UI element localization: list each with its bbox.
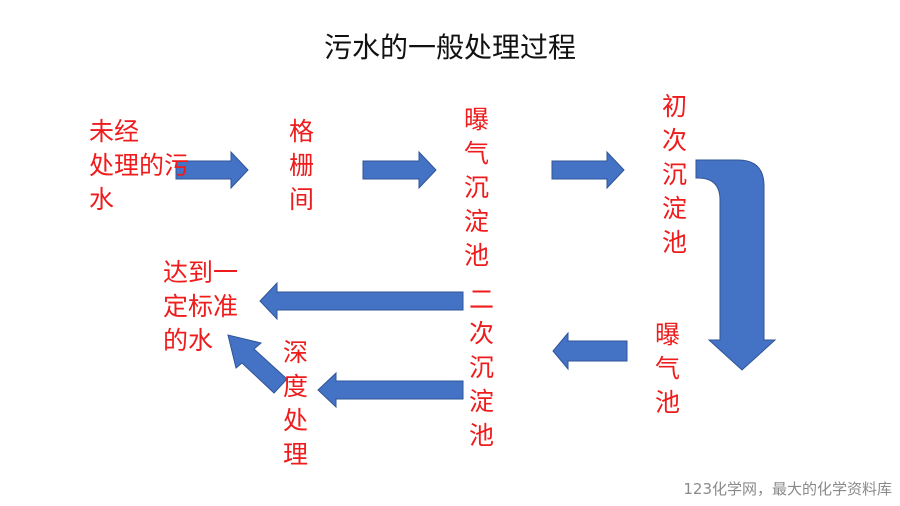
arrow-aeration-to-primary xyxy=(551,150,625,190)
node-aeration-pool: 曝 气 池 xyxy=(655,318,680,420)
node-grille-line: 栅 xyxy=(289,151,315,180)
node-primary-settling-line: 池 xyxy=(662,228,688,257)
arrow-secondary-to-deep xyxy=(317,371,464,409)
node-raw-sewage: 未经 处理的污 水 xyxy=(89,115,189,217)
node-standard-water-line: 定标准 xyxy=(163,292,239,321)
arrow-deep-to-standard xyxy=(227,334,288,394)
node-grille: 格 栅 间 xyxy=(289,115,314,217)
node-deep-treatment: 深 度 处 理 xyxy=(283,336,308,472)
node-standard-water-line: 达到一 xyxy=(163,258,239,287)
node-deep-treatment-line: 度 xyxy=(283,372,309,401)
node-primary-settling-line: 淀 xyxy=(662,194,688,223)
node-aeration-settling-line: 气 xyxy=(464,139,490,168)
node-raw-sewage-line: 处理的污 xyxy=(89,151,190,180)
node-secondary-settling-line: 池 xyxy=(469,421,495,450)
node-primary-settling-line: 沉 xyxy=(662,160,688,189)
node-primary-settling-line: 次 xyxy=(662,126,688,155)
node-secondary-settling-line: 二 xyxy=(469,285,495,314)
node-aeration-pool-line: 池 xyxy=(655,388,681,417)
footer-watermark: 123化学网，最大的化学资料库 xyxy=(683,480,892,498)
node-secondary-settling: 二 次 沉 淀 池 xyxy=(469,283,494,453)
node-grille-line: 间 xyxy=(289,185,315,214)
node-aeration-pool-line: 曝 xyxy=(655,320,681,349)
node-raw-sewage-line: 水 xyxy=(89,185,115,214)
node-deep-treatment-line: 理 xyxy=(283,440,309,469)
node-deep-treatment-line: 深 xyxy=(283,338,309,367)
node-primary-settling-line: 初 xyxy=(662,92,688,121)
node-aeration-pool-line: 气 xyxy=(655,354,681,383)
node-aeration-settling-line: 淀 xyxy=(464,207,490,236)
node-secondary-settling-line: 淀 xyxy=(469,387,495,416)
arrow-secondary-to-standard xyxy=(259,281,464,321)
node-aeration-settling-line: 池 xyxy=(464,241,490,270)
arrow-aeration-pool-to-secondary xyxy=(552,331,628,371)
node-aeration-settling-line: 沉 xyxy=(464,173,490,202)
node-secondary-settling-line: 沉 xyxy=(469,353,495,382)
node-primary-settling: 初 次 沉 淀 池 xyxy=(662,90,687,260)
arrow-grille-to-aeration xyxy=(362,150,437,190)
page-title: 污水的一般处理过程 xyxy=(323,31,576,64)
node-standard-water-line: 的水 xyxy=(163,326,214,355)
node-secondary-settling-line: 次 xyxy=(469,319,495,348)
node-raw-sewage-line: 未经 xyxy=(89,117,140,146)
node-standard-water: 达到一 定标准 的水 xyxy=(163,256,238,358)
node-aeration-settling-line: 曝 xyxy=(464,105,490,134)
node-aeration-settling: 曝 气 沉 淀 池 xyxy=(464,103,489,273)
arrow-primary-to-aeration-pool xyxy=(695,159,777,371)
node-grille-line: 格 xyxy=(289,117,315,146)
node-deep-treatment-line: 处 xyxy=(283,406,309,435)
arrow-sewage-to-grille xyxy=(175,150,249,190)
